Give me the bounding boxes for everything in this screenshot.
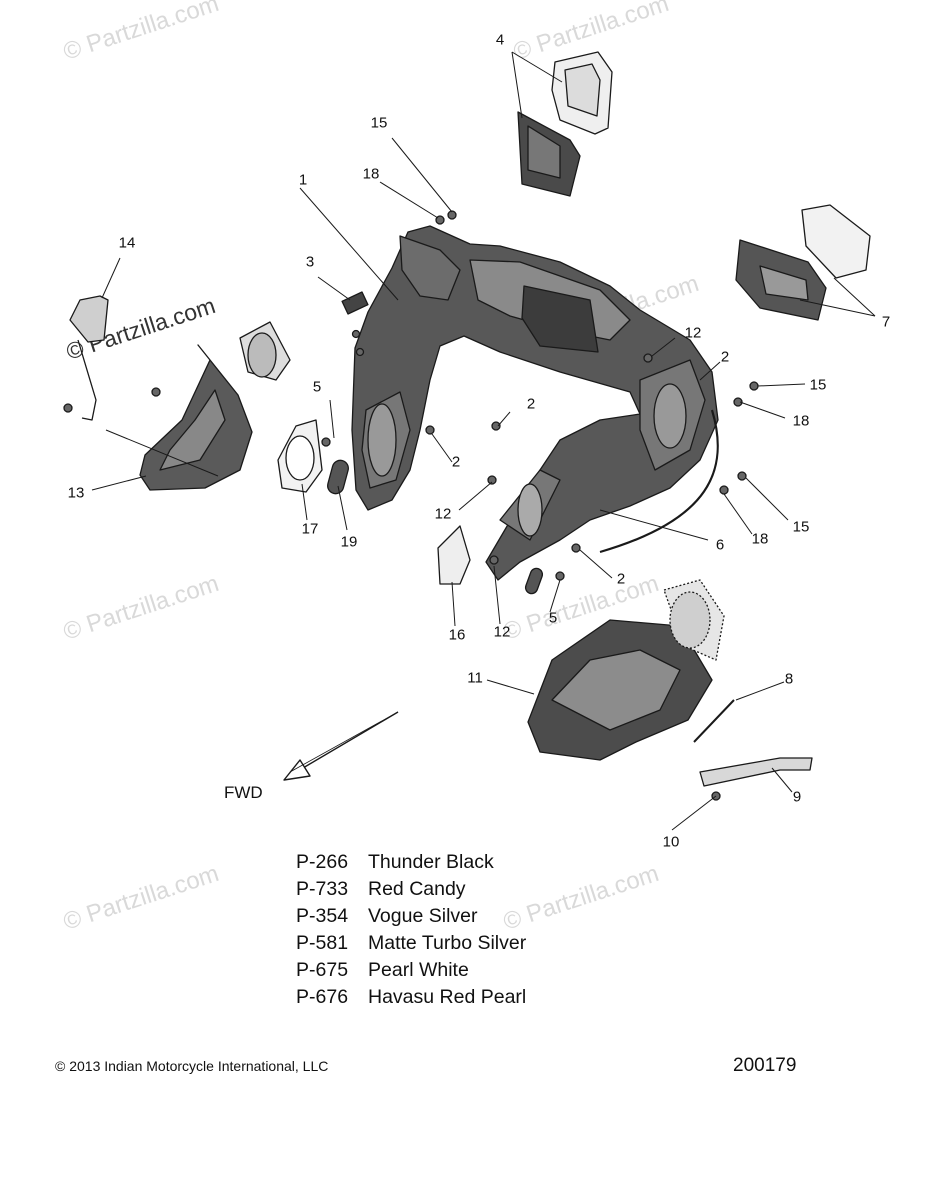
callout-12: 12 <box>493 623 511 641</box>
paint-name: Matte Turbo Silver <box>368 932 527 954</box>
glove-box-lid-part-4 <box>517 51 613 197</box>
paint-code: P-581 <box>296 932 349 954</box>
paint-name: Pearl White <box>368 959 469 981</box>
forward-arrow <box>283 711 399 781</box>
callout-1: 1 <box>298 171 308 189</box>
paint-code: P-354 <box>296 905 349 927</box>
paint-name: Red Candy <box>368 878 466 900</box>
brace-part-9 <box>699 757 813 787</box>
grommet-part-19 <box>327 459 349 495</box>
callout-15: 15 <box>792 518 810 536</box>
forward-label: FWD <box>224 783 263 802</box>
bezel-part-16 <box>437 525 471 585</box>
paint-code-row: P-733 Red Candy <box>296 876 526 903</box>
document-number: 200179 <box>733 1055 797 1076</box>
paint-name: Vogue Silver <box>368 905 478 927</box>
paint-code-row: P-266 Thunder Black <box>296 849 526 876</box>
callout-2: 2 <box>526 395 536 413</box>
paint-code: P-676 <box>296 986 349 1008</box>
callout-3: 3 <box>305 253 315 271</box>
callout-9: 9 <box>792 788 802 806</box>
paint-code: P-266 <box>296 851 349 873</box>
edge-trim-part-6 <box>599 409 719 554</box>
speaker-pod-part-11 <box>527 579 725 761</box>
callout-15: 15 <box>370 114 388 132</box>
callout-11: 11 <box>467 669 483 687</box>
callout-4: 4 <box>495 31 505 49</box>
inner-fairing-part-1 <box>351 225 719 581</box>
speaker-bezel-part-17 <box>277 419 323 493</box>
paint-code: P-733 <box>296 878 349 900</box>
callout-2: 2 <box>720 348 730 366</box>
callout-12: 12 <box>684 324 702 342</box>
callout-5: 5 <box>312 378 322 396</box>
paint-code: P-675 <box>296 959 349 981</box>
bracket-part-14 <box>69 295 109 343</box>
callout-2: 2 <box>451 453 461 471</box>
callout-16: 16 <box>448 626 466 644</box>
paint-name: Havasu Red Pearl <box>368 986 527 1008</box>
paint-code-row: P-676 Havasu Red Pearl <box>296 984 526 1011</box>
copyright-notice: © 2013 Indian Motorcycle International, … <box>55 1058 329 1074</box>
paint-code-row: P-675 Pearl White <box>296 957 526 984</box>
callout-18: 18 <box>362 165 380 183</box>
glove-box-lid-part-7 <box>735 204 871 321</box>
clip-part-3 <box>341 291 369 315</box>
paint-code-row: P-354 Vogue Silver <box>296 903 526 930</box>
callout-2: 2 <box>616 570 626 588</box>
callout-7: 7 <box>881 313 891 331</box>
paint-name: Thunder Black <box>368 851 494 873</box>
paint-code-list: P-266 Thunder Black P-733 Red Candy P-35… <box>296 849 526 1011</box>
callout-10: 10 <box>662 833 680 851</box>
callout-17: 17 <box>301 520 319 538</box>
callout-18: 18 <box>751 530 769 548</box>
callout-6: 6 <box>715 536 725 554</box>
callout-14: 14 <box>118 234 136 252</box>
callout-18: 18 <box>792 412 810 430</box>
speaker-pod-part-13 <box>139 321 291 491</box>
paint-code-row: P-581 Matte Turbo Silver <box>296 930 526 957</box>
callout-12: 12 <box>434 505 452 523</box>
callout-8: 8 <box>784 670 794 688</box>
callout-15: 15 <box>809 376 827 394</box>
callout-5: 5 <box>548 609 558 627</box>
callout-19: 19 <box>340 533 358 551</box>
callout-13: 13 <box>67 484 85 502</box>
